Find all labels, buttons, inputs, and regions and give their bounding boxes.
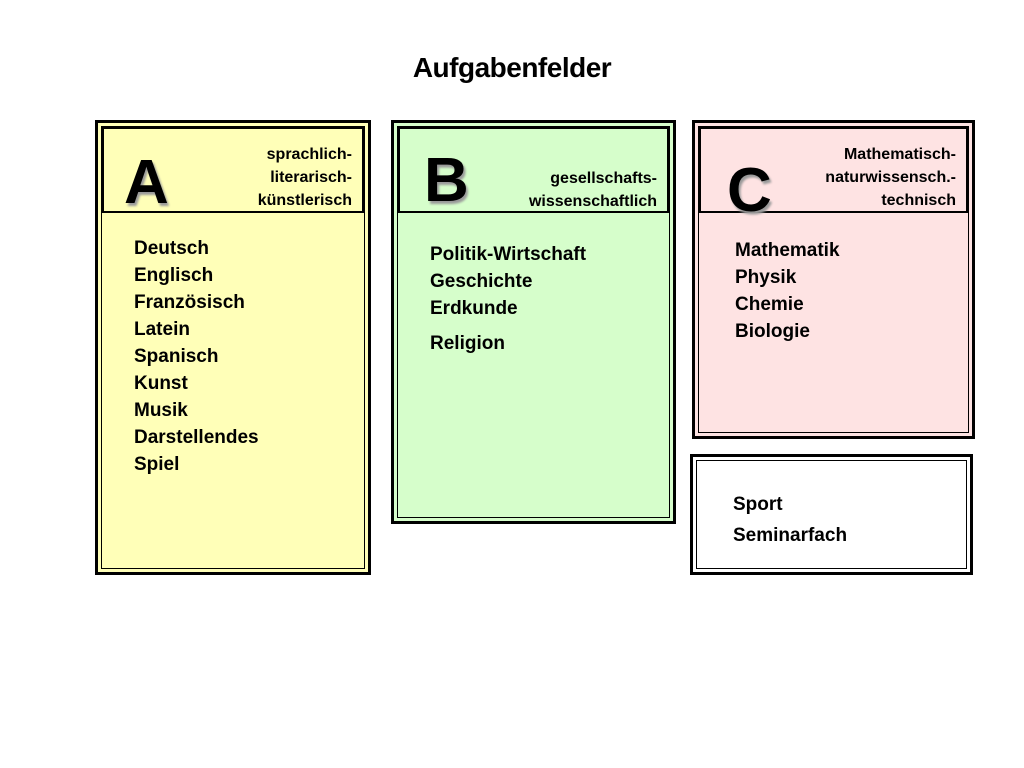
field-a-header: A sprachlich- literarisch- künstlerisch	[102, 127, 364, 217]
field-c-panel: C Mathematisch- naturwissensch.- technis…	[692, 120, 975, 439]
subject-item: Politik-Wirtschaft	[430, 244, 587, 265]
field-letter: A	[124, 148, 169, 217]
subject-item: Biologie	[735, 321, 810, 342]
subject-item: Sport	[733, 494, 783, 515]
subject-item: Spanisch	[134, 346, 219, 367]
field-b-panel: B gesellschafts- wissenschaftlich Politi…	[391, 120, 676, 524]
subject-item: Musik	[134, 400, 188, 421]
other-subjects-panel: Sport Seminarfach	[690, 454, 973, 575]
subject-item: Erdkunde	[430, 298, 518, 319]
description-line: wissenschaftlich	[528, 193, 657, 210]
description-line: künstlerisch	[257, 192, 352, 209]
subject-item: Spiel	[134, 454, 180, 475]
field-letter: B	[424, 146, 469, 215]
subject-item: Darstellendes	[134, 427, 259, 448]
description-line: literarisch-	[270, 169, 352, 186]
description-line: Mathematisch-	[843, 146, 956, 163]
description-line: gesellschafts-	[550, 170, 657, 187]
subject-item: Mathematik	[735, 240, 840, 261]
description-line: technisch	[881, 192, 956, 209]
subject-item: Englisch	[134, 265, 214, 286]
subject-list: Sport Seminarfach	[733, 489, 847, 551]
subject-item: Chemie	[735, 294, 804, 315]
description-line: sprachlich-	[266, 146, 352, 163]
description-line: naturwissensch.-	[825, 169, 956, 186]
subject-list: Deutsch Englisch Französisch Latein Span…	[134, 235, 259, 478]
subject-item: Geschichte	[430, 271, 533, 292]
field-b-header: B gesellschafts- wissenschaftlich	[398, 127, 669, 213]
subject-list: Politik-Wirtschaft Geschichte Erdkunde R…	[430, 241, 586, 357]
subject-item: Deutsch	[134, 238, 209, 259]
field-description: Mathematisch- naturwissensch.- technisch	[825, 143, 956, 212]
subject-item: Religion	[430, 333, 505, 354]
field-a-panel: A sprachlich- literarisch- künstlerisch …	[95, 120, 371, 575]
subject-item: Kunst	[134, 373, 188, 394]
field-letter: C	[727, 156, 772, 225]
field-description: sprachlich- literarisch- künstlerisch	[258, 143, 352, 212]
subject-item: Physik	[735, 267, 797, 288]
subject-item: Latein	[134, 319, 190, 340]
field-c-header: C Mathematisch- naturwissensch.- technis…	[699, 127, 968, 222]
subject-list: Mathematik Physik Chemie Biologie	[735, 237, 840, 345]
field-description: gesellschafts- wissenschaftlich	[529, 167, 657, 213]
subject-item: Französisch	[134, 292, 245, 313]
page-title: Aufgabenfelder	[412, 52, 612, 83]
subject-item: Seminarfach	[733, 525, 848, 546]
